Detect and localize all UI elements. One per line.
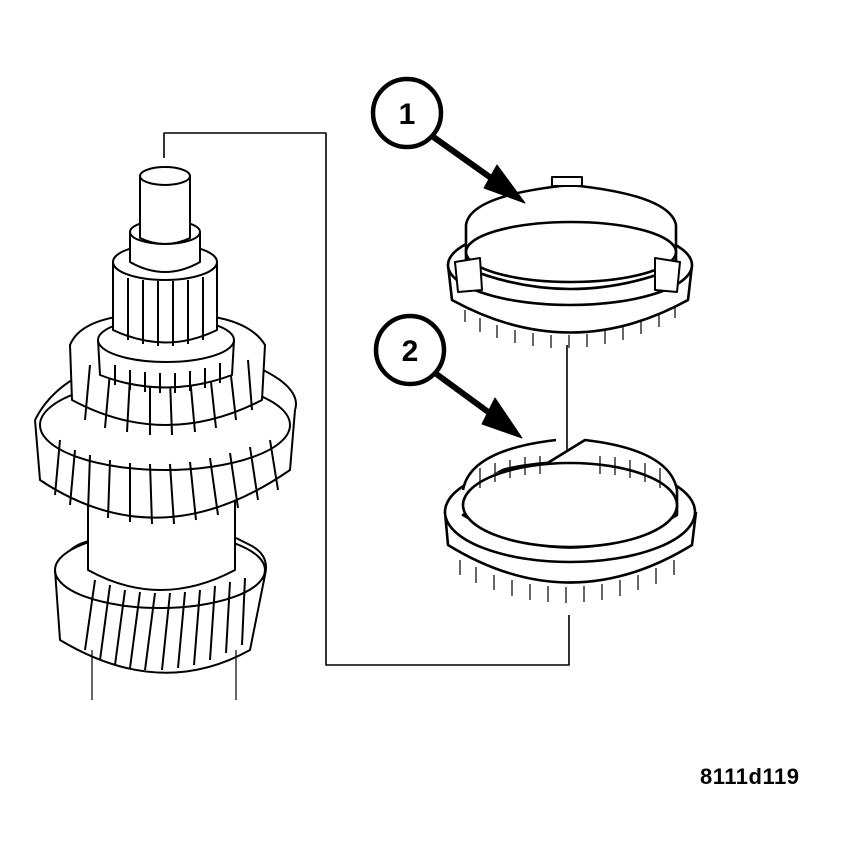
shaft-hub [87,500,236,591]
callout-1-label: 1 [399,98,416,131]
callout-2: 2 [373,313,523,439]
pilot-journal [139,166,191,245]
figure-id-label: 8111d119 [700,764,800,789]
callout-2-arrowhead [481,397,523,439]
callout-2-label: 2 [402,335,419,368]
synchronizer-ring-upper [446,176,694,348]
synchronizer-ring-lower [443,438,698,603]
callout-1: 1 [370,76,526,204]
gear-shaft [34,166,297,700]
callout-1-arrowhead [483,164,526,204]
